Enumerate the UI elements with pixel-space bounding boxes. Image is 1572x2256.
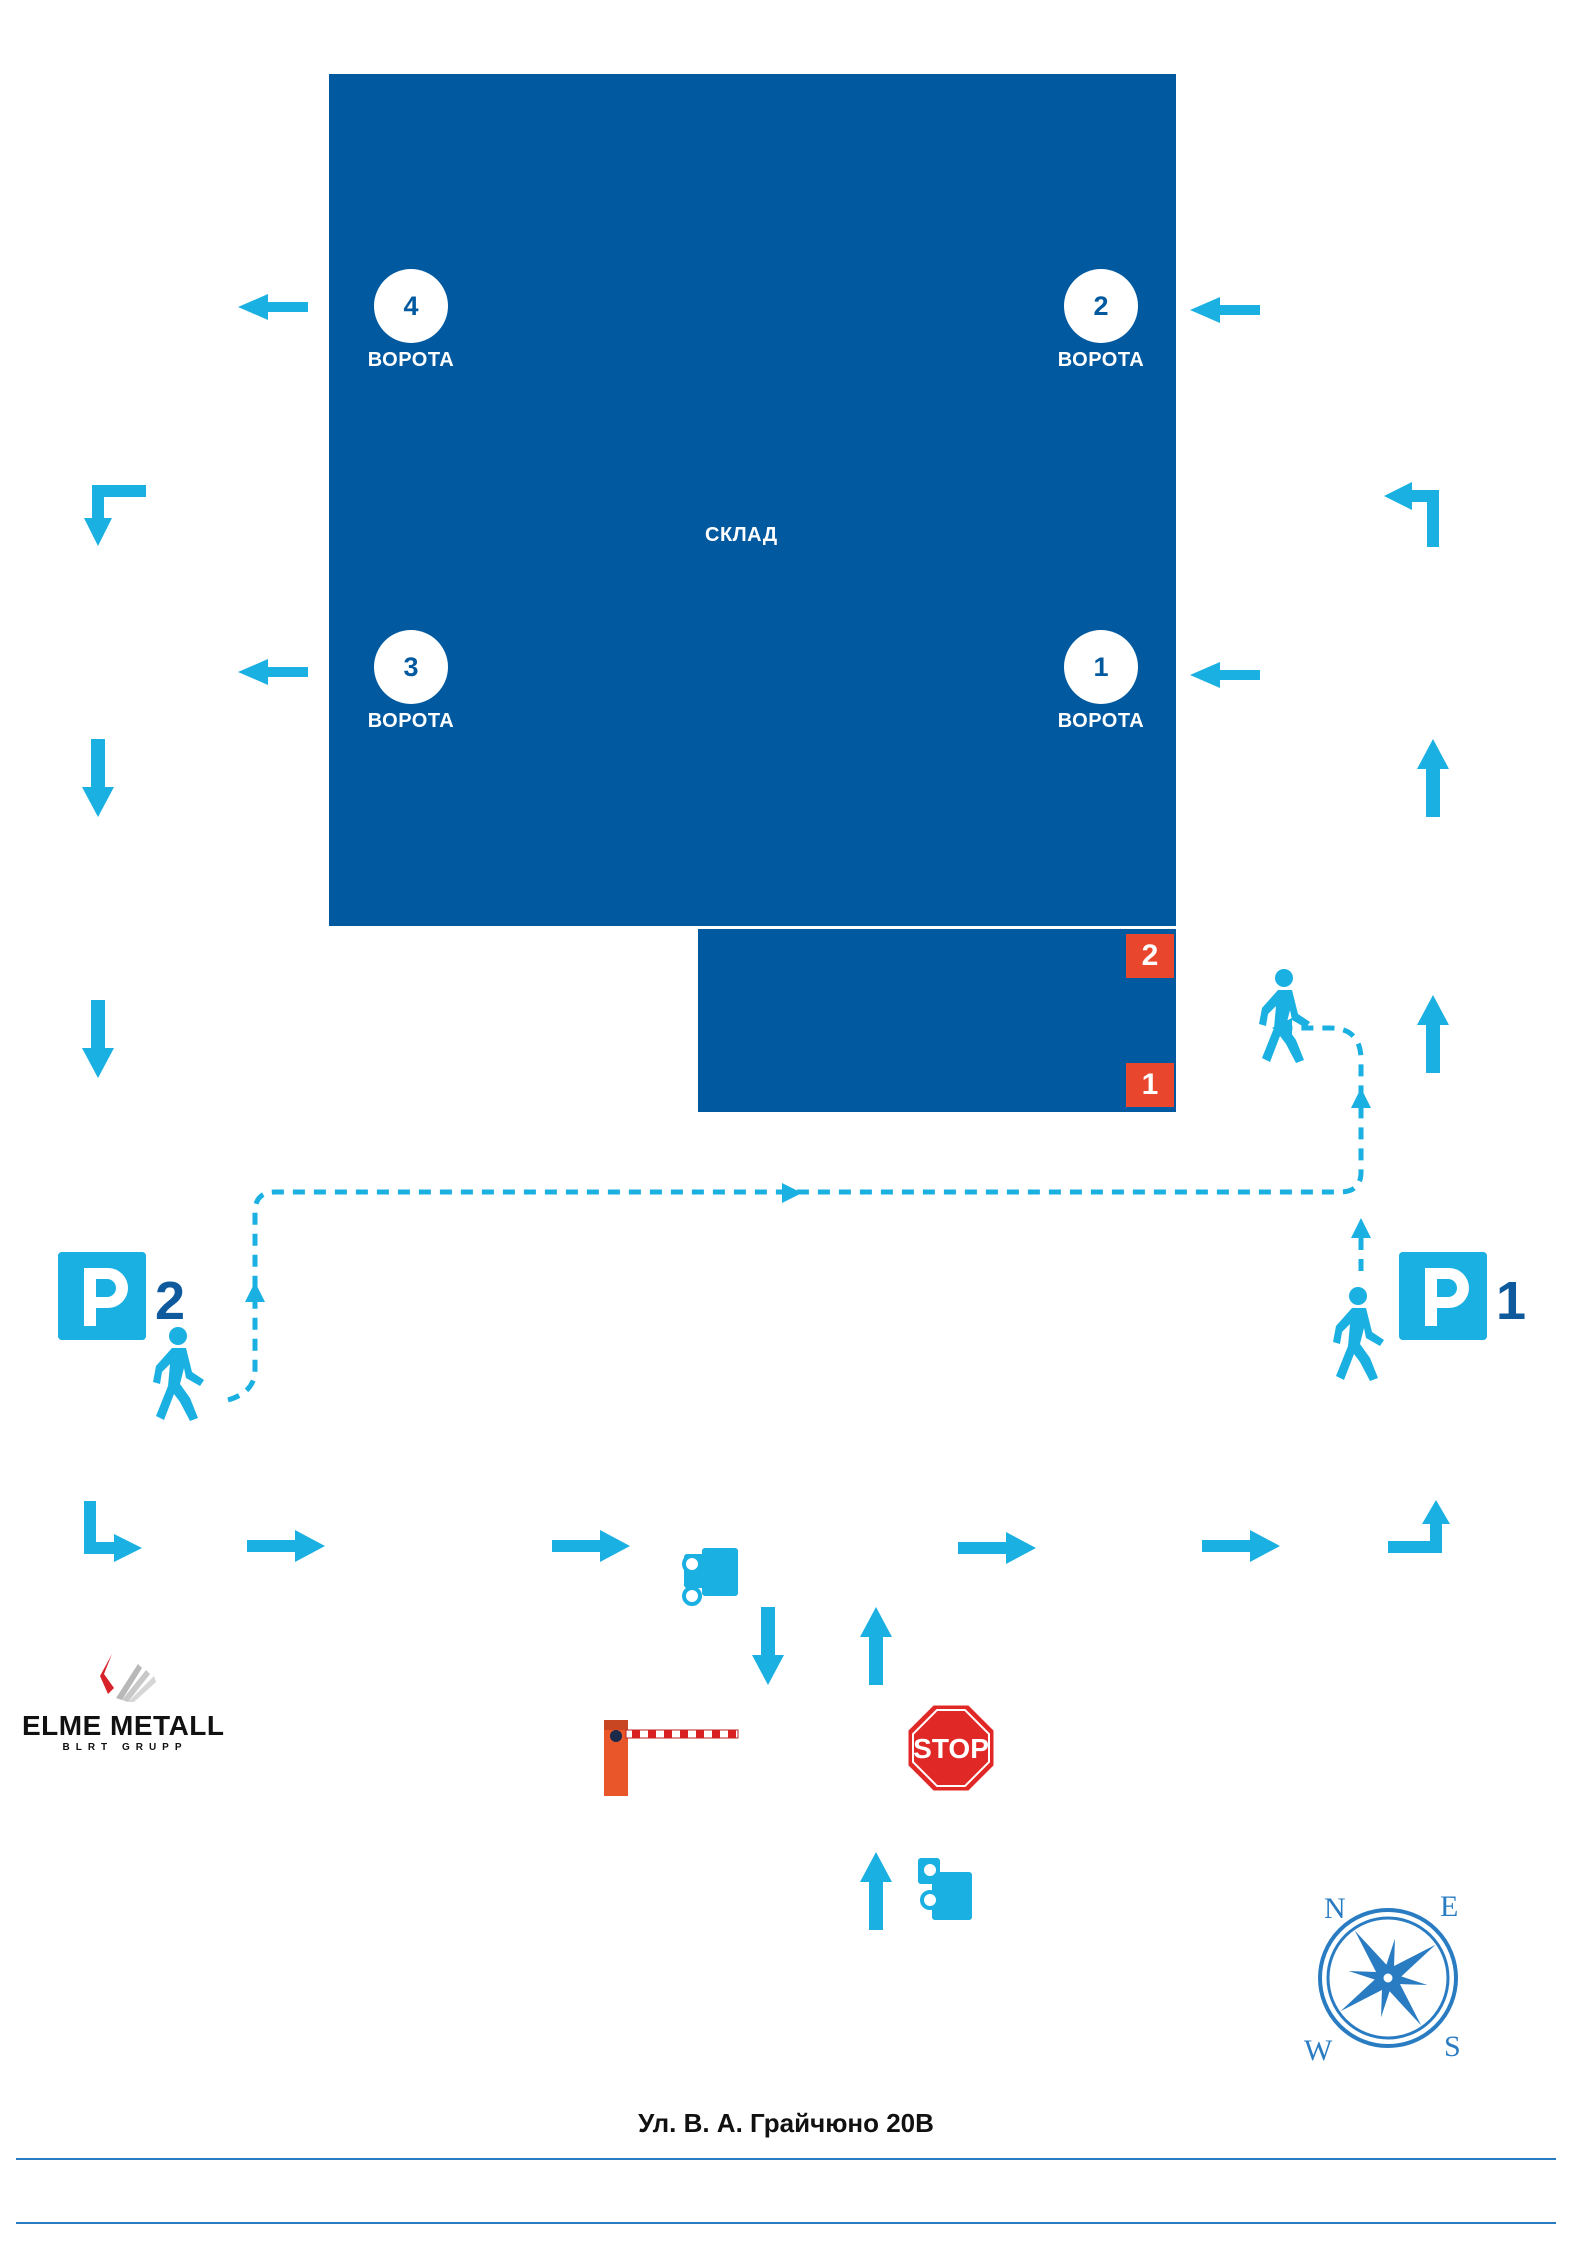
dock-1-marker: 1 bbox=[1126, 1063, 1174, 1107]
parking-1: P 1 bbox=[1399, 1252, 1526, 1345]
gate-3: 3 ВОРОТА bbox=[341, 630, 481, 733]
arrow-icon bbox=[1190, 297, 1260, 323]
gate-number: 4 bbox=[374, 269, 448, 343]
logo-name: ELME METALL bbox=[22, 1710, 225, 1741]
arrow-icon bbox=[860, 1852, 892, 1930]
arrow-icon bbox=[752, 1607, 784, 1685]
truck-icon bbox=[918, 1858, 972, 1920]
gate-number: 2 bbox=[1064, 269, 1138, 343]
elme-metall-logo: ELME METALL BLRT GRUPP bbox=[22, 1710, 228, 1753]
gate-2: 2 ВОРОТА bbox=[1031, 269, 1171, 372]
gate-label: ВОРОТА bbox=[1057, 710, 1145, 732]
parking-number: 1 bbox=[1496, 1271, 1527, 1331]
turn-arrow-icon bbox=[1388, 1500, 1450, 1553]
turn-arrow-icon bbox=[84, 485, 146, 546]
arrow-icon bbox=[860, 1607, 892, 1685]
arrow-icon bbox=[82, 1000, 114, 1078]
gate-number: 1 bbox=[1064, 630, 1138, 704]
truck-icon bbox=[682, 1548, 738, 1606]
walking-person-icon bbox=[153, 1327, 204, 1421]
parking-2: P 2 bbox=[58, 1252, 185, 1345]
divider bbox=[16, 2222, 1556, 2224]
arrow-icon bbox=[552, 1530, 630, 1562]
gate-number: 3 bbox=[374, 630, 448, 704]
parking-icon bbox=[1399, 1252, 1487, 1340]
gate-4: 4 ВОРОТА bbox=[341, 269, 481, 372]
stop-sign-icon: STOP bbox=[905, 1702, 997, 1794]
logo-tagline: BLRT GRUPP bbox=[62, 1742, 188, 1753]
parking-number: 2 bbox=[155, 1271, 186, 1331]
walking-person-icon bbox=[1259, 969, 1310, 1063]
elme-metall-logo-mark bbox=[100, 1654, 156, 1702]
compass-w: W bbox=[1304, 2034, 1333, 2067]
walking-person-icon bbox=[1333, 1287, 1384, 1381]
arrow-icon bbox=[1417, 739, 1449, 817]
arrow-icon bbox=[82, 739, 114, 817]
turn-arrow-icon bbox=[1384, 482, 1439, 547]
warehouse-annex bbox=[698, 929, 1176, 1112]
gate-label: ВОРОТА bbox=[1057, 349, 1145, 371]
divider bbox=[16, 2158, 1556, 2160]
gate-label: ВОРОТА bbox=[367, 349, 455, 371]
dock-2-marker: 2 bbox=[1126, 934, 1174, 978]
warehouse-building bbox=[329, 74, 1176, 926]
arrow-icon bbox=[238, 659, 308, 685]
barrier-icon bbox=[604, 1720, 739, 1796]
arrow-icon bbox=[1417, 995, 1449, 1073]
pedestrian-path bbox=[227, 1018, 1371, 1403]
compass-e: E bbox=[1440, 1890, 1458, 1923]
arrow-icon bbox=[958, 1532, 1036, 1564]
compass-s: S bbox=[1444, 2030, 1461, 2063]
arrow-icon bbox=[247, 1530, 325, 1562]
compass-n: N bbox=[1324, 1892, 1346, 1925]
gate-1: 1 ВОРОТА bbox=[1031, 630, 1171, 733]
compass-rose-icon: N E W S bbox=[1304, 1890, 1461, 2067]
parking-icon bbox=[58, 1252, 146, 1340]
arrow-icon bbox=[1202, 1530, 1280, 1562]
stop-sign-text: STOP bbox=[913, 1733, 989, 1764]
warehouse-label: СКЛАД bbox=[705, 524, 778, 546]
parking-letter: P bbox=[58, 1252, 59, 1253]
arrow-icon bbox=[1190, 662, 1260, 688]
gate-label: ВОРОТА bbox=[367, 710, 455, 732]
turn-arrow-icon bbox=[84, 1501, 142, 1562]
arrow-icon bbox=[238, 294, 308, 320]
address: Ул. В. А. Грайчюно 20В bbox=[638, 2108, 934, 2138]
parking-letter: P bbox=[1399, 1252, 1400, 1253]
